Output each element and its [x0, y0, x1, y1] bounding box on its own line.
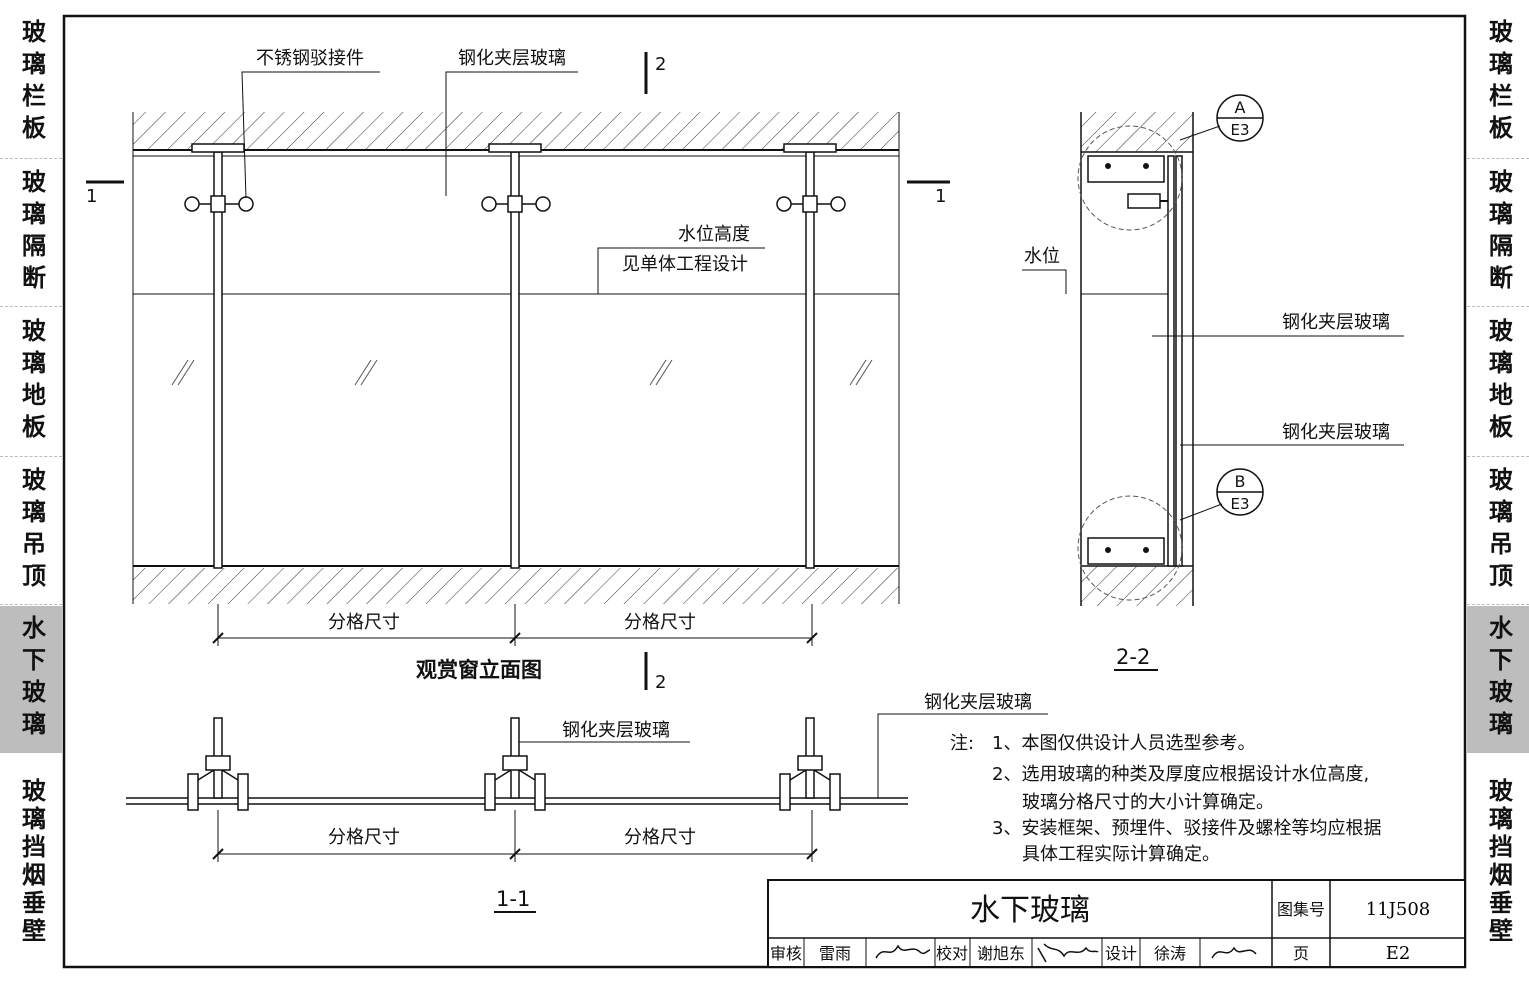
- tab-label: 玻璃地板: [1484, 318, 1513, 446]
- page-number: E2: [1386, 943, 1411, 964]
- tab-glass-railing[interactable]: 玻璃栏板: [0, 8, 62, 159]
- floor-slab: [133, 568, 899, 604]
- tab-label: 玻璃栏板: [17, 19, 46, 147]
- tab-glass-floor[interactable]: 玻璃地板: [1467, 308, 1529, 457]
- tab-label: 玻璃挡烟垂壁: [1484, 777, 1513, 946]
- tab-label: 玻璃吊顶: [17, 467, 46, 595]
- sheet-title: 水下玻璃: [970, 893, 1090, 928]
- note-2: 2、选用玻璃的种类及厚度应根据设计水位高度,: [992, 764, 1369, 785]
- notes-prefix: 注:: [950, 733, 974, 754]
- tab-label: 玻璃隔断: [1484, 169, 1513, 297]
- section-2-2-view: 水位 钢化夹层玻璃 钢化夹层玻璃 A E3 B E3 2-2: [1022, 94, 1404, 671]
- notes: 注: 1、本图仅供设计人员选型参考。 2、选用玻璃的种类及厚度应根据设计水位高度…: [950, 733, 1381, 865]
- label-glass: 钢化夹层玻璃: [458, 48, 566, 69]
- tab-label: 玻璃栏板: [1484, 19, 1513, 147]
- tab-underwater-glass[interactable]: 水下玻璃: [1467, 606, 1529, 753]
- mullions: [191, 143, 837, 569]
- label-water-height: 水位高度: [678, 224, 750, 245]
- dim-label-right: 分格尺寸: [624, 827, 696, 848]
- cut-mark-1-left: 1: [86, 186, 97, 207]
- tab-glass-partition[interactable]: 玻璃隔断: [1467, 160, 1529, 307]
- right-tab-strip: 玻璃栏板 玻璃隔断 玻璃地板 玻璃吊顶 水下玻璃 玻璃挡烟垂壁: [1467, 0, 1529, 983]
- section-1-1-view: 钢化夹层玻璃 钢化夹层玻璃 分格尺寸 分格尺寸 1-1: [126, 692, 1048, 913]
- label-water-design: 见单体工程设计: [622, 254, 748, 275]
- tab-glass-ceiling[interactable]: 玻璃吊顶: [1467, 458, 1529, 605]
- page-label: 页: [1293, 944, 1309, 963]
- reviewer-signature: [875, 944, 931, 959]
- cut-mark-2-top: 2: [655, 54, 666, 75]
- tab-smoke-barrier[interactable]: 玻璃挡烟垂壁: [1467, 754, 1529, 969]
- note-1: 1、本图仅供设计人员选型参考。: [992, 733, 1255, 754]
- elevation-title: 观赏窗立面图: [416, 658, 542, 682]
- design-label: 设计: [1105, 944, 1137, 963]
- atlas-number: 11J508: [1366, 899, 1430, 920]
- dim-label-left: 分格尺寸: [328, 612, 400, 633]
- section-ceiling: [1081, 112, 1193, 152]
- checker-name: 谢旭东: [977, 944, 1025, 963]
- detail-b-letter: B: [1235, 472, 1246, 491]
- tab-label: 玻璃挡烟垂壁: [17, 777, 46, 946]
- label-glass-edge: 钢化夹层玻璃: [924, 692, 1032, 713]
- left-tab-strip: 玻璃栏板 玻璃隔断 玻璃地板 玻璃吊顶 水下玻璃 玻璃挡烟垂壁: [0, 0, 62, 983]
- tab-label: 玻璃隔断: [17, 169, 46, 297]
- dim-label-right: 分格尺寸: [624, 612, 696, 633]
- title-block: 水下玻璃 图集号 11J508 审核 雷雨 校对 谢旭东 设计 徐涛 页 E2: [767, 879, 1466, 968]
- tab-smoke-barrier[interactable]: 玻璃挡烟垂壁: [0, 754, 62, 969]
- section-1-1-title: 1-1: [496, 887, 530, 911]
- label-glass-section: 钢化夹层玻璃: [562, 720, 670, 741]
- cut-mark-2-bottom: 2: [655, 672, 666, 693]
- cut-mark-1-right: 1: [935, 186, 946, 207]
- review-label: 审核: [770, 944, 802, 963]
- reviewer-name: 雷雨: [819, 944, 851, 963]
- tab-label: 水下玻璃: [17, 615, 46, 743]
- note-3: 3、安装框架、预埋件、驳接件及螺栓等均应根据: [992, 818, 1381, 839]
- tab-glass-ceiling[interactable]: 玻璃吊顶: [0, 458, 62, 605]
- section-2-2-title: 2-2: [1116, 645, 1150, 669]
- note-3-cont: 具体工程实际计算确定。: [1022, 844, 1220, 865]
- designer-name: 徐涛: [1154, 944, 1186, 963]
- tab-underwater-glass[interactable]: 水下玻璃: [0, 606, 62, 753]
- tab-glass-partition[interactable]: 玻璃隔断: [0, 160, 62, 307]
- label-glass-2: 钢化夹层玻璃: [1282, 422, 1390, 443]
- sheet-border: [62, 14, 1467, 969]
- dim-label-left: 分格尺寸: [328, 827, 400, 848]
- detail-b-sheet: E3: [1230, 495, 1249, 513]
- plan-fittings: [187, 717, 841, 811]
- label-water: 水位: [1024, 246, 1060, 267]
- designer-signature: [1211, 946, 1257, 959]
- spider-fittings: [184, 195, 846, 213]
- detail-a-sheet: E3: [1230, 121, 1249, 139]
- label-fitting: 不锈钢驳接件: [256, 48, 364, 69]
- check-label: 校对: [936, 944, 968, 963]
- elevation-view: 不锈钢驳接件 钢化夹层玻璃 水位高度 见单体工程设计 1 1 2 2 分格尺寸 …: [86, 48, 950, 693]
- atlas-label: 图集号: [1277, 900, 1325, 919]
- tab-glass-railing[interactable]: 玻璃栏板: [1467, 8, 1529, 159]
- tab-label: 水下玻璃: [1484, 615, 1513, 743]
- label-glass-1: 钢化夹层玻璃: [1282, 312, 1390, 333]
- note-2-cont: 玻璃分格尺寸的大小计算确定。: [1022, 792, 1274, 813]
- tab-label: 玻璃吊顶: [1484, 467, 1513, 595]
- checker-signature: [1037, 943, 1099, 963]
- tab-glass-floor[interactable]: 玻璃地板: [0, 308, 62, 457]
- detail-a-letter: A: [1235, 98, 1246, 117]
- tab-label: 玻璃地板: [17, 318, 46, 446]
